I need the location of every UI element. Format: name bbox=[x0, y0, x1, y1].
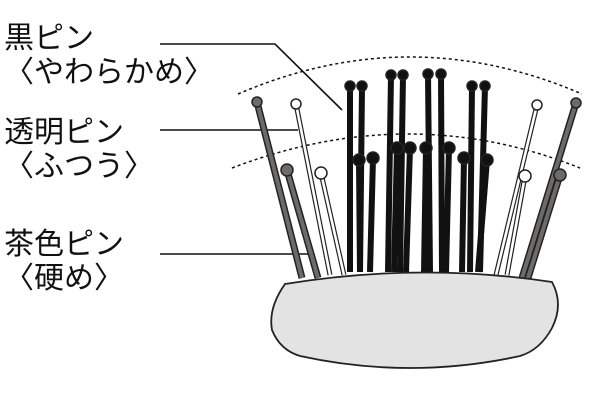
leader-lines bbox=[160, 43, 343, 255]
brush-base bbox=[270, 271, 559, 369]
brown-pin-left-inner-core bbox=[285, 169, 320, 279]
brown-pin-left-outer bbox=[251, 96, 306, 279]
black-pin-back-2-tip bbox=[356, 80, 368, 92]
brown-pin-right-inner-tip bbox=[553, 168, 567, 182]
clear-pin-left-inner-shaft bbox=[319, 172, 346, 276]
brown-pin-right-outer bbox=[518, 97, 582, 280]
brown-pin-left-outer-core bbox=[255, 101, 304, 279]
leader-line-black bbox=[160, 43, 343, 111]
clear-pin-left-inner-tip bbox=[314, 166, 328, 180]
black-pin-front-8-tip bbox=[480, 153, 494, 167]
clear-pin-left-outer-shaft bbox=[294, 103, 332, 276]
black-pin-label: 黒ピン 〈やわらかめ〉 bbox=[4, 22, 214, 90]
black-pin-back-3 bbox=[385, 69, 397, 273]
clear-pin-right-inner-shaft bbox=[505, 175, 527, 276]
clear-pin-desc: 〈ふつう〉 bbox=[4, 149, 154, 184]
black-pin-front-7 bbox=[457, 151, 471, 273]
black-pin-back-1 bbox=[344, 80, 356, 272]
brown-pin-left-inner bbox=[280, 163, 322, 279]
black-pin-front-6-shaft bbox=[443, 147, 452, 273]
black-pin-front-4 bbox=[403, 141, 417, 273]
black-pin-back-5 bbox=[422, 68, 434, 273]
black-pin-back-6-shaft bbox=[438, 73, 445, 273]
clear-pin-left-outer bbox=[290, 98, 333, 276]
black-pin-back-3-shaft bbox=[385, 74, 394, 273]
brown-pin-right-outer-core bbox=[520, 102, 578, 279]
black-pin-front-3 bbox=[390, 141, 404, 273]
black-pin-back-7 bbox=[466, 80, 478, 273]
clear-pin-name: 透明ピン bbox=[4, 115, 124, 150]
clear-pin-label: 透明ピン 〈ふつう〉 bbox=[4, 116, 154, 184]
black-pin-back-4 bbox=[397, 69, 409, 273]
brown-pin-left-inner-tip bbox=[280, 163, 294, 177]
black-pin-front-4-tip bbox=[403, 141, 417, 155]
black-pin-front-5-shaft bbox=[421, 147, 429, 273]
black-pin-back-8-tip bbox=[479, 80, 491, 92]
black-pin-back-5-tip bbox=[422, 68, 434, 80]
brown-pin-left-outer-tip bbox=[251, 96, 263, 108]
black-pin-front-3-tip bbox=[390, 141, 404, 155]
black-pin-front-8 bbox=[475, 153, 494, 273]
black-pin-back-6-tip bbox=[435, 68, 447, 80]
black-pin-front-5 bbox=[419, 141, 433, 273]
clear-pin-right-outer-shaft bbox=[494, 104, 539, 276]
brown-pin-right-inner-core bbox=[526, 174, 562, 279]
brown-pin-right-outer-tip bbox=[570, 97, 582, 109]
black-pin-back-4-shaft bbox=[397, 74, 406, 273]
black-pin-front-2-shaft bbox=[367, 157, 376, 273]
clear-pin-left-inner bbox=[314, 166, 347, 276]
clear-pin-right-inner-tip bbox=[518, 169, 532, 183]
clear-pin-right-outer-tip bbox=[531, 99, 543, 111]
clear-pin-right-outer bbox=[493, 99, 543, 276]
brown-pin-right-inner bbox=[524, 168, 567, 280]
black-pin-front-7-shaft bbox=[459, 157, 467, 273]
black-pin-front-6-tip bbox=[442, 141, 456, 155]
black-pin-front-8-shaft bbox=[475, 159, 490, 273]
dashed-outline-arcs bbox=[231, 56, 583, 169]
black-pin-back-3-tip bbox=[385, 69, 397, 81]
black-pin-front-4-shaft bbox=[403, 147, 413, 273]
black-pin-front-1-tip bbox=[352, 153, 366, 167]
black-pin-back-4-tip bbox=[397, 69, 409, 81]
black-pin-back-7-tip bbox=[466, 80, 478, 92]
clear-pin-left-outer-tip bbox=[290, 98, 302, 110]
black-pin-name: 黒ピン bbox=[4, 21, 94, 56]
inner-dashed-arc bbox=[231, 133, 581, 169]
black-pin-back-7-shaft bbox=[467, 85, 475, 273]
black-pin-back-6 bbox=[435, 68, 447, 273]
black-pin-front-2 bbox=[366, 151, 380, 273]
black-pin-front-3-shaft bbox=[391, 147, 400, 273]
black-pin-front-2-tip bbox=[366, 151, 380, 165]
black-pin-desc: 〈やわらかめ〉 bbox=[4, 55, 214, 90]
clear-pin-right-inner bbox=[504, 169, 532, 276]
brown-pin-desc: 〈硬め〉 bbox=[4, 261, 124, 296]
black-pin-back-1-tip bbox=[344, 80, 356, 92]
black-pin-front-5-tip bbox=[419, 141, 433, 155]
black-pin-back-5-shaft bbox=[425, 73, 433, 273]
outer-dashed-arc bbox=[237, 56, 583, 95]
black-pin-front-7-tip bbox=[457, 151, 471, 165]
pins-group bbox=[251, 68, 582, 280]
brown-pin-label: 茶色ピン 〈硬め〉 bbox=[4, 228, 124, 296]
brown-pin-name: 茶色ピン bbox=[4, 227, 124, 262]
black-pin-front-6 bbox=[442, 141, 456, 273]
black-pin-front-1 bbox=[352, 153, 366, 273]
black-pin-front-1-shaft bbox=[356, 159, 363, 273]
